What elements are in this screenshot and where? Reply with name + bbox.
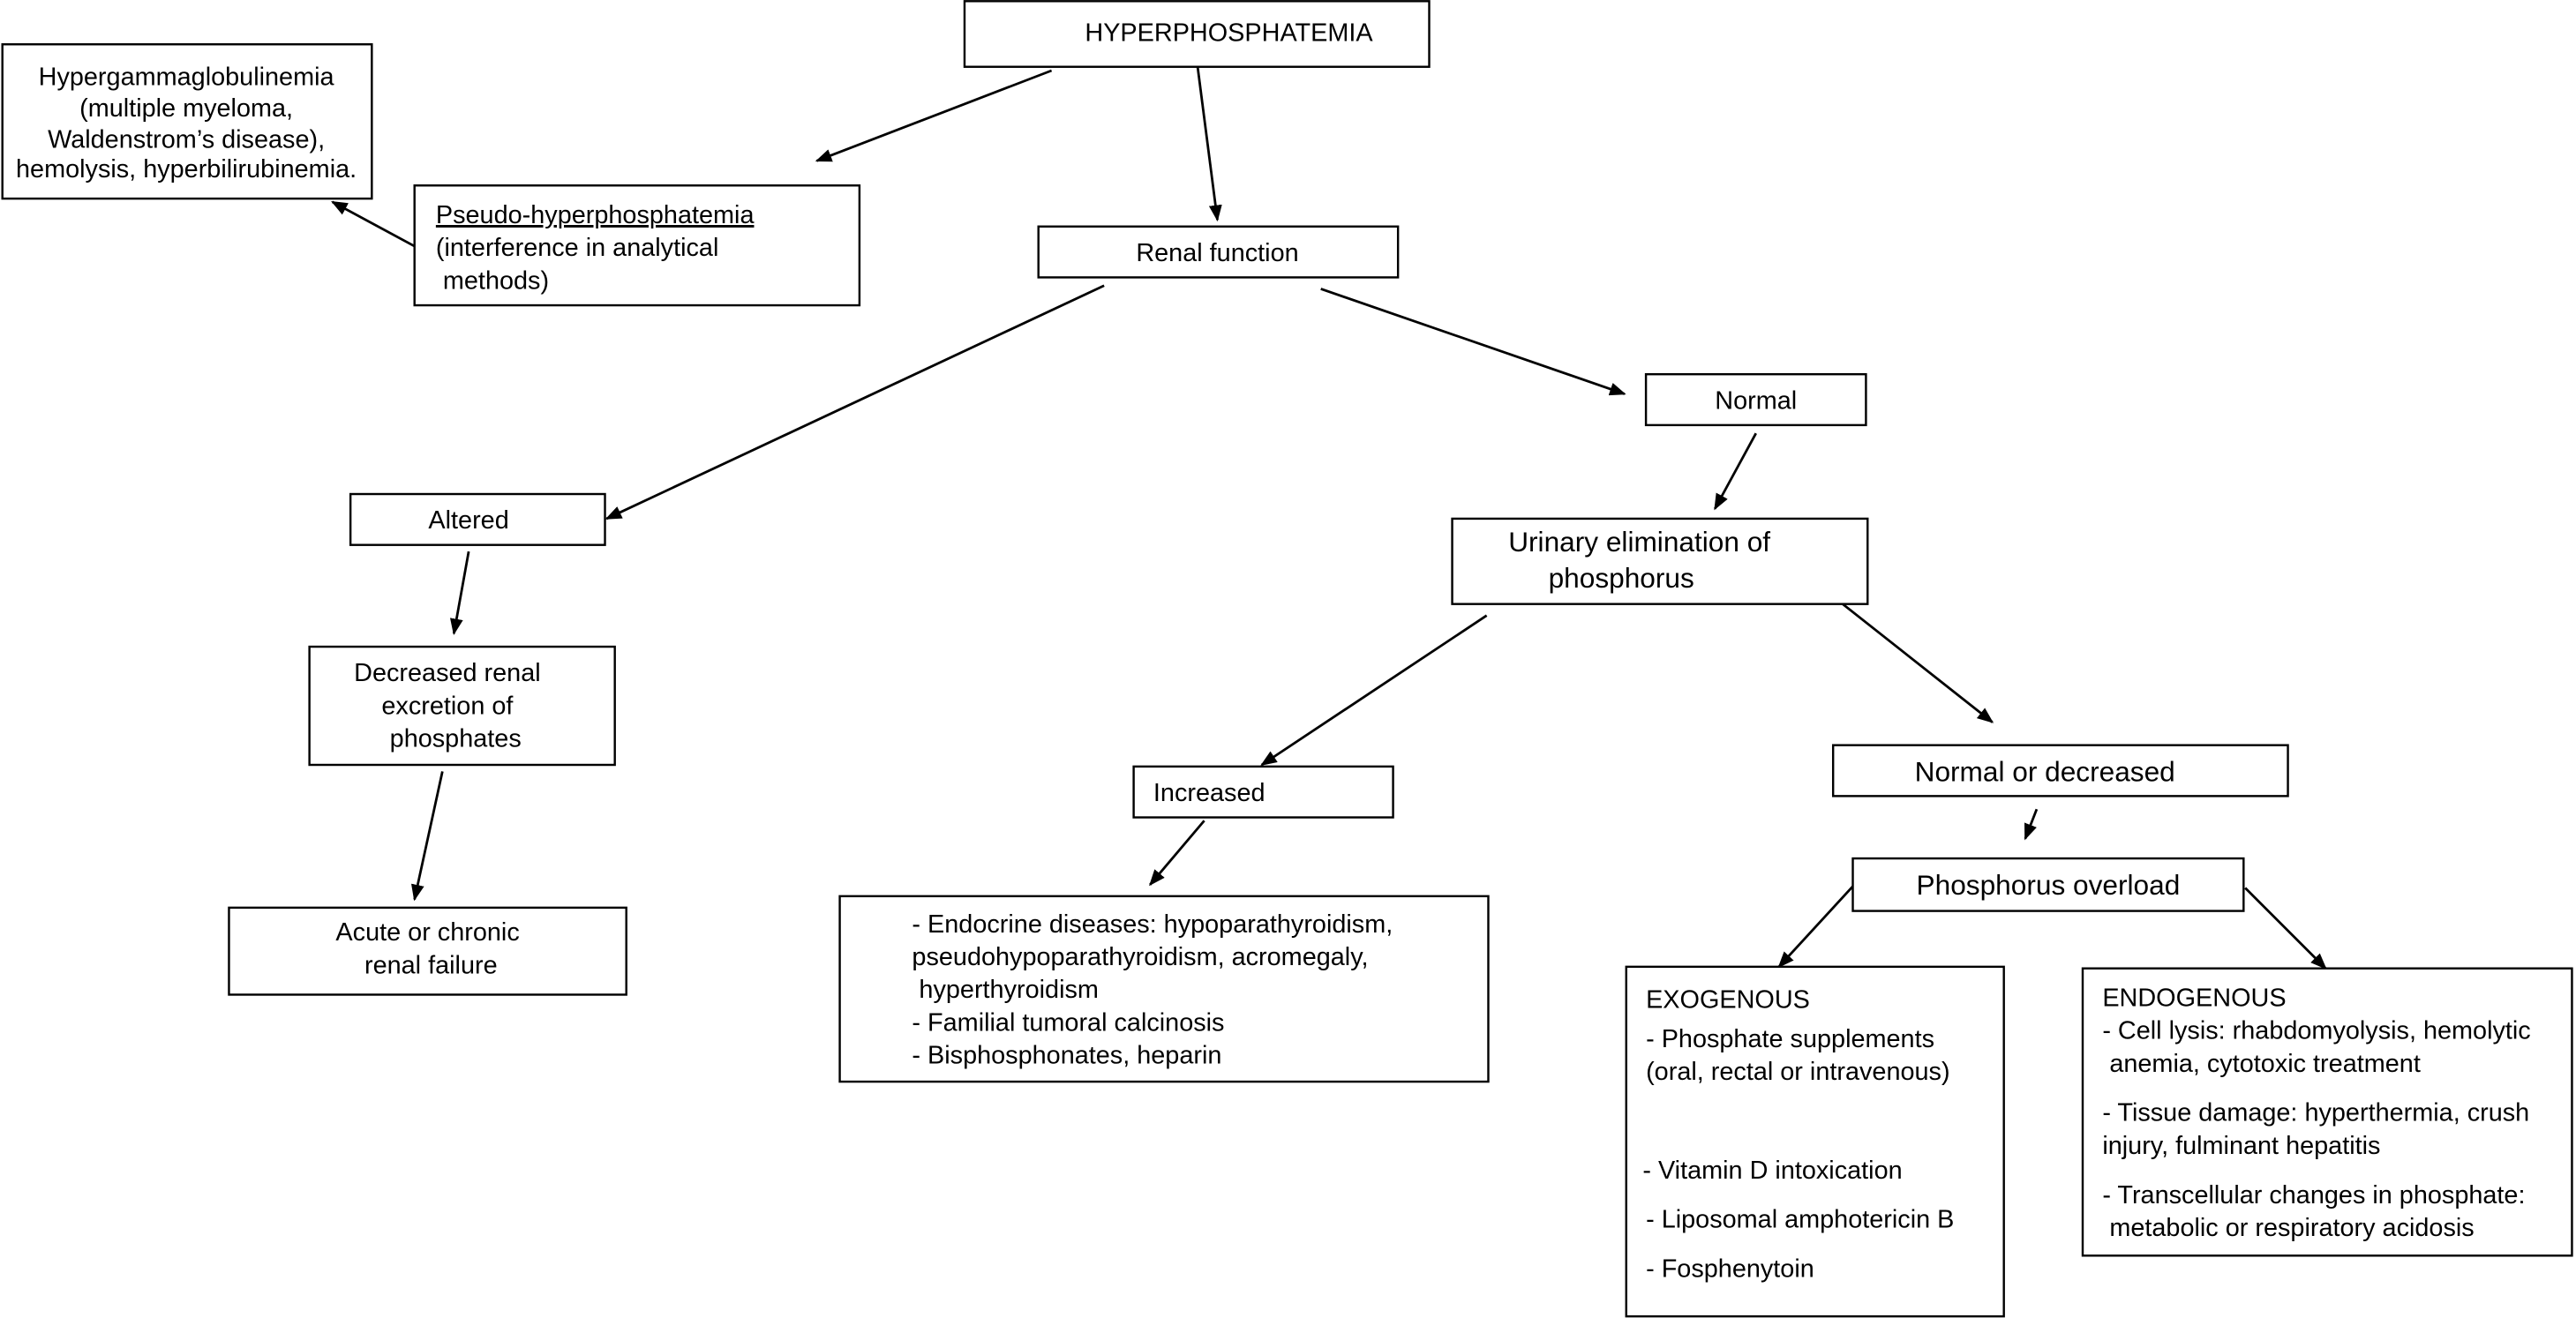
node-text: - Bisphosphonates, heparin [912,1042,1221,1070]
node-urinary: Urinary elimination of phosphorus [1451,517,1869,605]
node-title: Pseudo-hyperphosphatemia [436,201,755,229]
node-root: HYPERPHOSPHATEMIA [963,0,1431,68]
node-text: - Vitamin D intoxication [1642,1157,1902,1185]
arrow-urinary-to-increased [1260,614,1488,767]
node-title: ENDOGENOUS [2102,985,2286,1013]
arrow-increased-to-causes [1149,820,1205,887]
node-title: EXOGENOUS [1646,985,1810,1014]
node-text: - Phosphate supplements [1646,1025,1934,1053]
arrow-decreased-to-failure [410,771,444,902]
node-altered: Altered [349,492,606,546]
node-root-text: HYPERPHOSPHATEMIA [1085,19,1373,48]
node-normal: Normal [1644,372,1867,427]
node-text: metabolic or respiratory acidosis [2102,1214,2474,1242]
node-text: pseudohypoparathyroidism, acromegaly, [912,943,1368,971]
arrow-urinary-to-normal-decreased [1836,597,1994,723]
node-text: anemia, cytotoxic treatment [2102,1050,2421,1078]
node-text: - Liposomal amphotericin B [1646,1206,1954,1234]
node-text: - Transcellular changes in phosphate: [2102,1181,2525,1209]
node-text: injury, fulminant hepatitis [2102,1132,2380,1160]
node-text: - Fosphenytoin [1646,1254,1814,1283]
node-text: - Cell lysis: rhabdomyolysis, hemolytic [2102,1017,2530,1045]
node-text: hyperthyroidism [912,976,1098,1004]
node-text: - Tissue damage: hyperthermia, crush [2102,1099,2529,1127]
node-pseudo: Pseudo-hyperphosphatemia (interference i… [413,184,861,307]
arrow-normal-decreased-to-overload [2024,808,2039,841]
node-text: Altered [428,506,508,535]
node-overload: Phosphorus overload [1851,857,2245,912]
node-text: (multiple myeloma, [79,94,293,123]
arrow-root-to-pseudo [815,69,1053,162]
node-text: Decreased renal [354,659,541,687]
node-text: Normal [1715,386,1797,415]
node-text: - Familial tumoral calcinosis [912,1008,1224,1037]
node-text: Hypergammaglobulinemia [39,64,335,92]
node-pseudo-causes: Hypergammaglobulinemia (multiple myeloma… [1,43,373,200]
node-text: (interference in analytical [436,234,718,262]
node-increased-causes: - Endocrine diseases: hypoparathyroidism… [838,895,1490,1083]
node-renal-function: Renal function [1037,225,1400,279]
node-text: phosphates [390,725,522,753]
node-exogenous: EXOGENOUS - Phosphate supplements (oral,… [1625,965,2005,1318]
node-increased: Increased [1132,765,1394,819]
arrow-renal-to-altered [605,284,1105,520]
connectors [331,67,2327,970]
node-endogenous: ENDOGENOUS - Cell lysis: rhabdomyolysis,… [2081,967,2573,1257]
node-text: Increased [1153,779,1265,807]
node-normal-decreased: Normal or decreased [1831,744,2289,798]
node-text: Urinary elimination of [1508,526,1770,558]
node-text: Phosphorus overload [1917,869,2181,901]
node-text: (oral, rectal or intravenous) [1646,1058,1949,1086]
arrow-normal-to-urinary [1714,432,1757,511]
node-renal-failure: Acute or chronic renal failure [228,906,627,996]
arrow-overload-to-exogenous [1777,885,1854,969]
node-text: Renal function [1136,239,1298,267]
arrow-overload-to-endogenous [2244,887,2327,970]
node-text: renal failure [364,951,498,979]
node-decreased-excretion: Decreased renal excretion of phosphates [308,645,616,767]
node-text: Normal or decreased [1915,756,2175,788]
node-text: Acute or chronic [335,918,519,947]
node-text: - Endocrine diseases: hypoparathyroidism… [912,910,1393,939]
arrow-root-to-renal [1196,67,1222,222]
arrow-altered-to-decreased [449,550,470,635]
arrow-renal-to-normal [1320,288,1626,396]
arrow-pseudo-to-causes [331,200,416,248]
node-text: methods) [436,266,549,295]
node-text: phosphorus [1549,562,1694,594]
node-text: hemolysis, hyperbilirubinemia. [16,155,357,183]
node-text: Waldenstrom’s disease), [48,125,325,154]
node-text: excretion of [381,692,514,720]
